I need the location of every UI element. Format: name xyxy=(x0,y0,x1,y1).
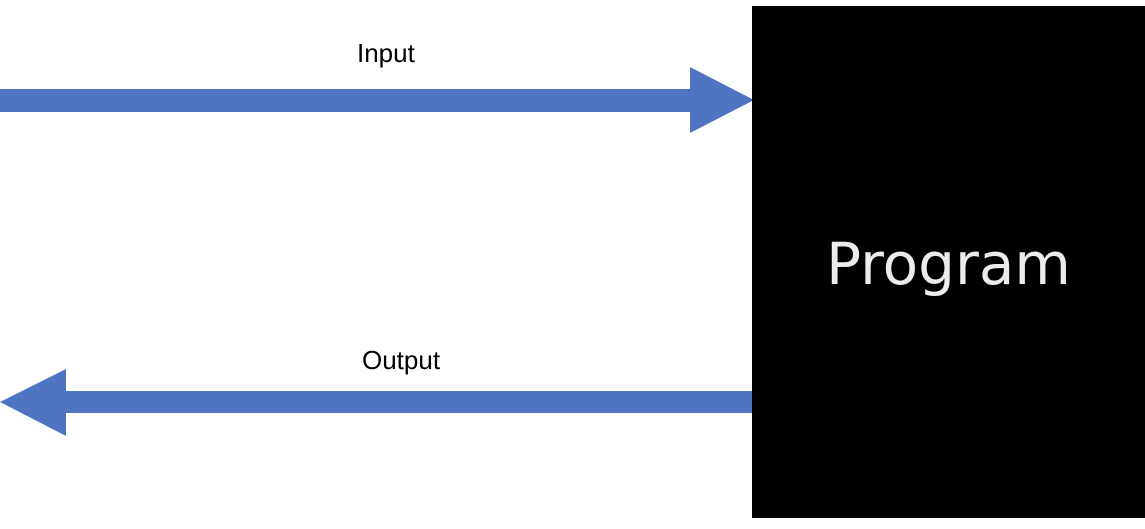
output-arrow xyxy=(0,369,752,436)
input-arrow-shaft xyxy=(0,89,692,112)
output-arrow-shaft xyxy=(64,391,752,413)
program-label: Program xyxy=(826,230,1071,298)
output-arrow-head xyxy=(0,369,66,436)
program-box: Program xyxy=(752,6,1145,518)
input-arrow-head xyxy=(690,67,754,133)
input-arrow xyxy=(0,67,754,133)
input-label: Input xyxy=(357,38,415,68)
output-label: Output xyxy=(362,345,441,375)
